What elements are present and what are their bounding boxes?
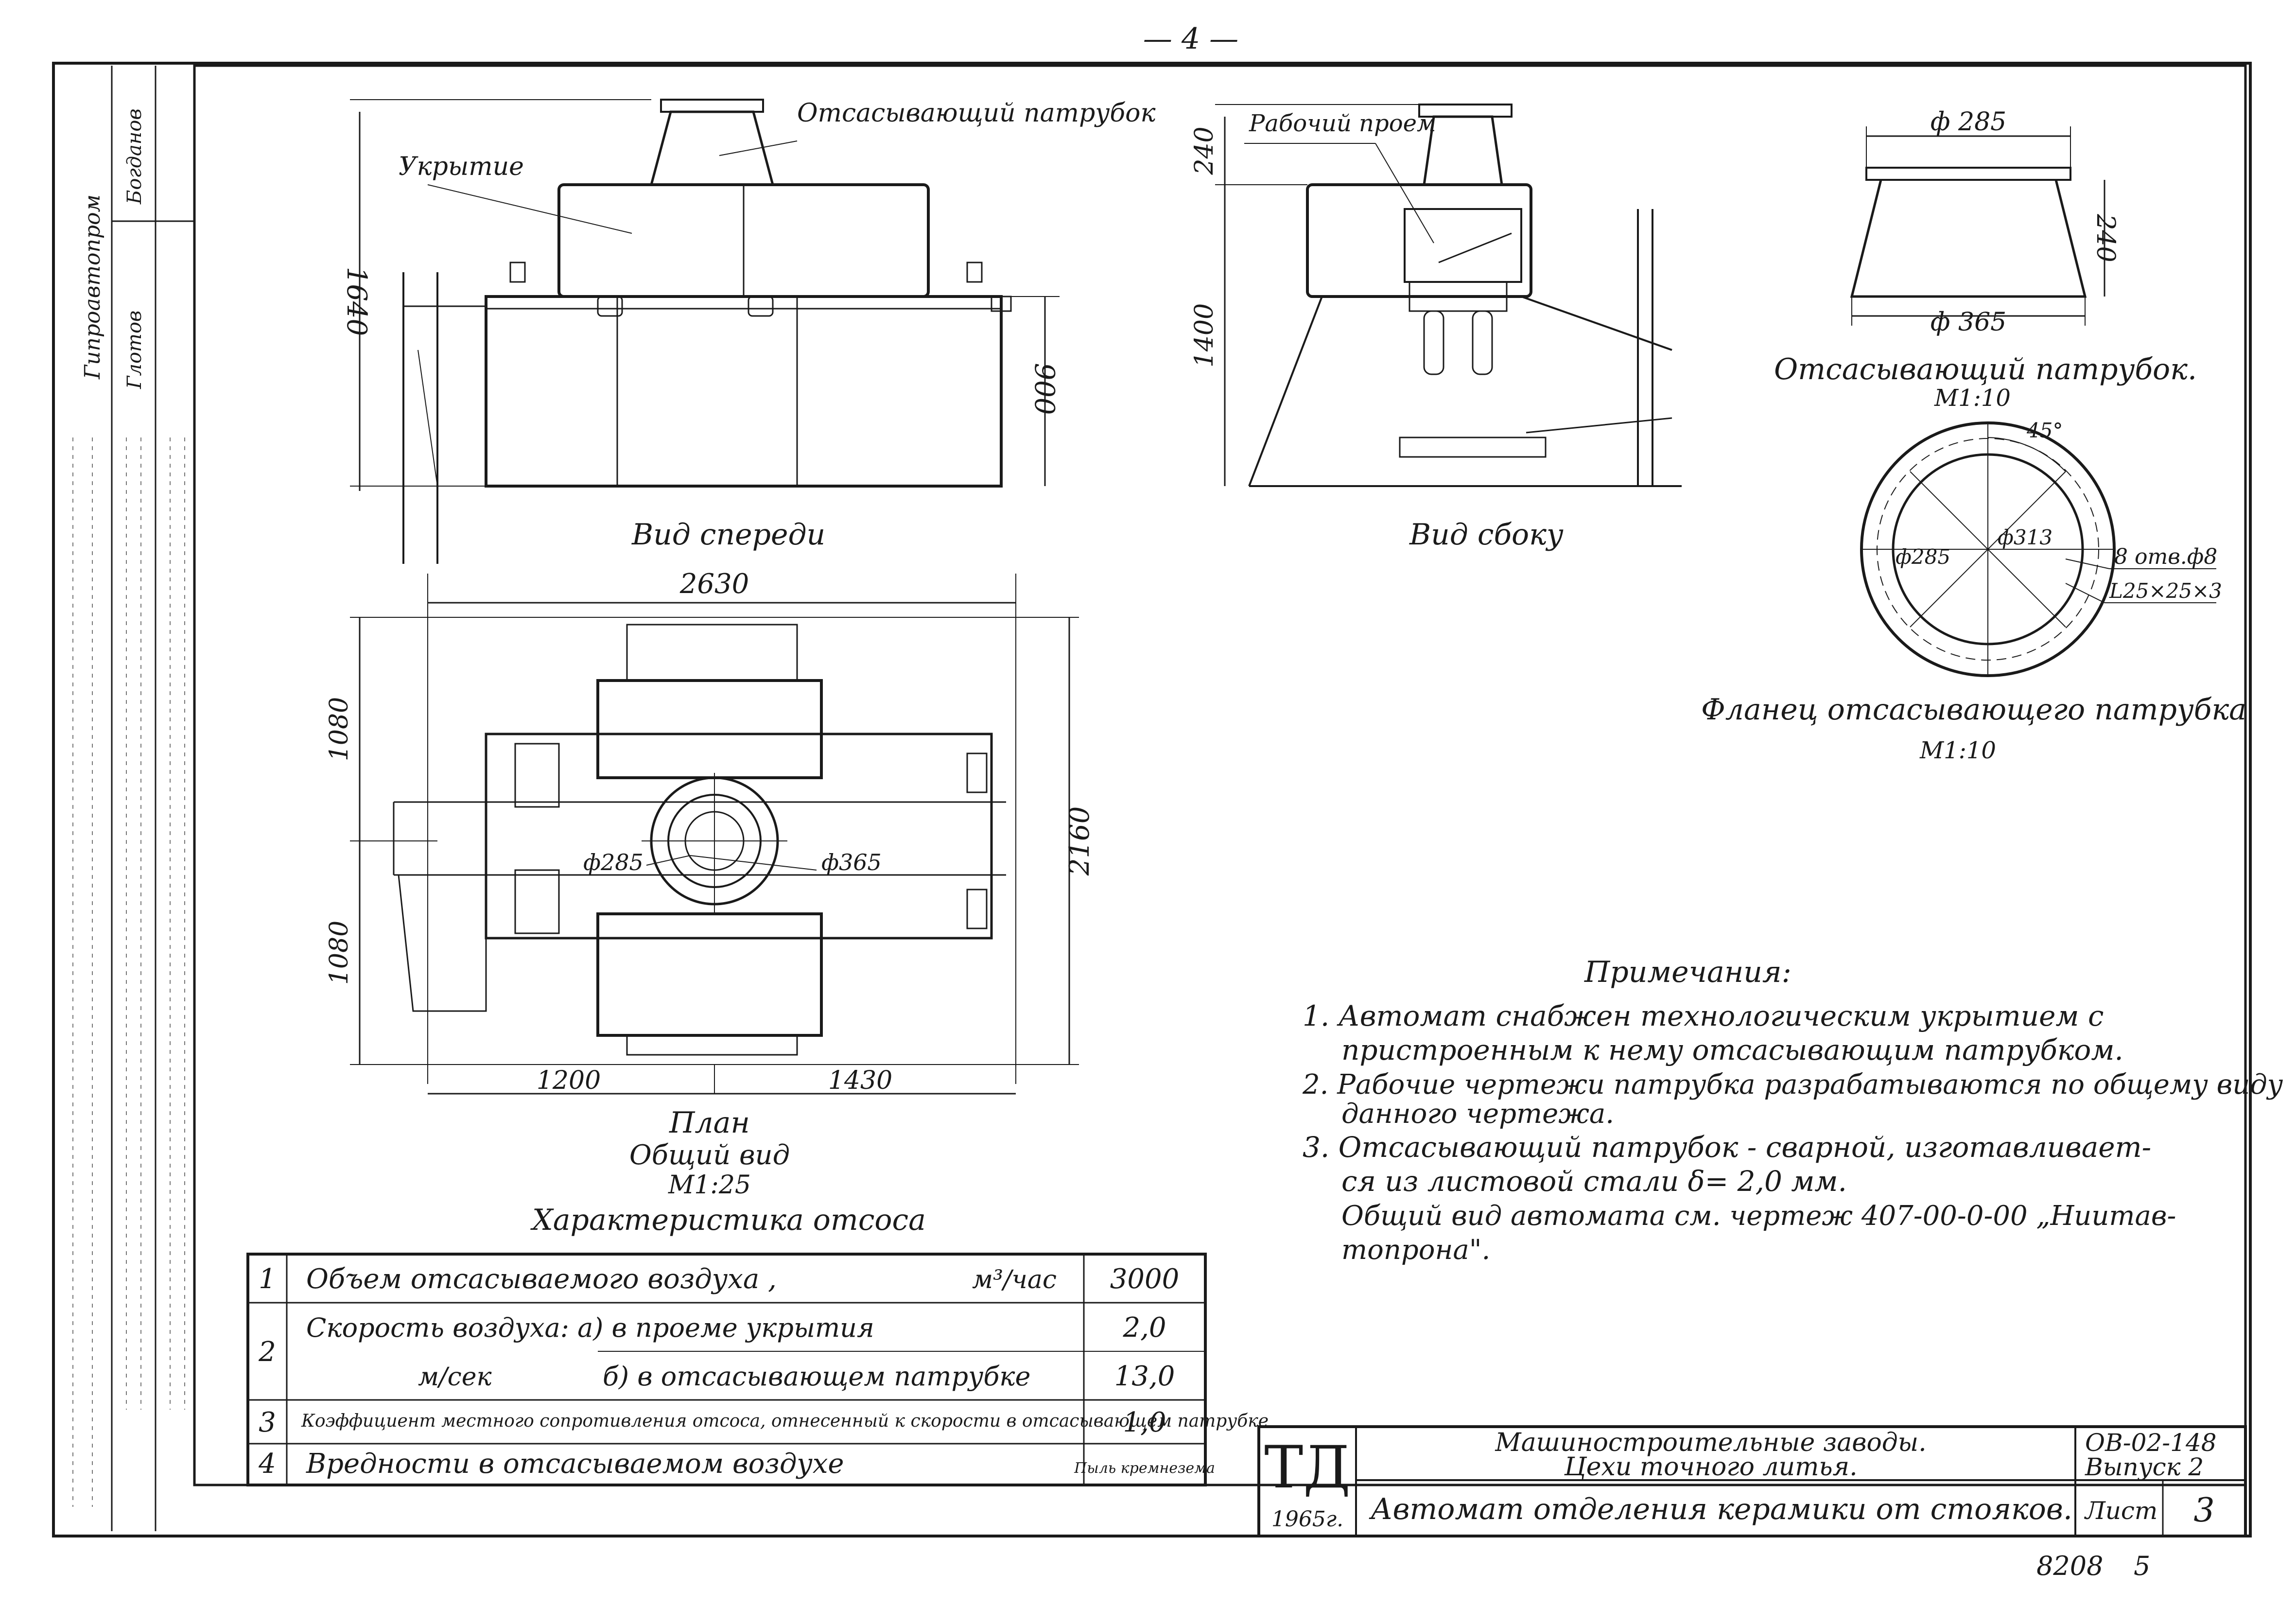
title-main: Автомат отделения керамики от стояков. xyxy=(1369,1492,2072,1526)
flange-detail xyxy=(1860,421,2216,677)
outlet-dim-bottom: ф 365 xyxy=(1931,308,2006,337)
table-cell: м³/час xyxy=(972,1265,1057,1294)
table-cell: Вредности в отсасываемом воздухе xyxy=(306,1448,844,1480)
table-cell: б) в отсасывающем патрубке xyxy=(603,1361,1031,1392)
table-cell: 1 xyxy=(259,1263,276,1295)
characteristic-table xyxy=(246,1253,1207,1486)
flange-dim-d-bolt: ф313 xyxy=(1998,525,2052,549)
plan-dim-upper: 1080 xyxy=(325,697,354,761)
table-cell: Объем отсасываемого воздуха , xyxy=(306,1263,777,1295)
note-line: ся из листовой стали δ= 2,0 мм. xyxy=(1341,1165,1847,1198)
side-view-title: Вид сбоку xyxy=(1409,518,1564,552)
outlet-detail xyxy=(1850,126,2105,326)
plan-dim-width: 2630 xyxy=(679,568,749,600)
note-line: Общий вид автомата см. чертеж 407-00-0-0… xyxy=(1341,1200,2176,1232)
table-cell: 2,0 xyxy=(1122,1312,1166,1344)
outlet-dim-top: ф 285 xyxy=(1931,107,2006,137)
label-cover: Укрытие xyxy=(399,152,524,181)
plan-subtitle: Общий вид xyxy=(629,1139,790,1171)
plan-dim-d-outer: ф365 xyxy=(821,849,882,875)
front-view xyxy=(350,99,1060,564)
sheet-frame xyxy=(52,62,2252,1537)
table-cell: 13,0 xyxy=(1114,1361,1175,1392)
flange-note-holes: 8 отв.ф8 xyxy=(2114,544,2217,569)
title-sheet-label: Лист xyxy=(2084,1497,2157,1525)
side-stamp-name-1: Богданов xyxy=(123,108,146,205)
note-line: 2. Рабочие чертежи патрубка разрабатываю… xyxy=(1302,1069,2283,1100)
plan-dim-left: 1200 xyxy=(537,1066,601,1095)
front-dim-height-total: 1640 xyxy=(341,267,372,336)
footer-page: 5 xyxy=(2134,1551,2150,1581)
note-line: 1. Автомат снабжен технологическим укрыт… xyxy=(1303,999,2104,1032)
table-cell: 1,0 xyxy=(1123,1407,1166,1438)
notes-list: 1. Автомат снабжен технологическим укрыт… xyxy=(1302,999,2283,1266)
label-opening: Рабочий проем xyxy=(1249,110,1436,137)
side-stamp: Гипроавтопром Богданов Глотов xyxy=(72,108,185,1507)
flange-detail-title: Фланец отсасывающего патрубка xyxy=(1701,693,2246,727)
side-dim-height: 1400 xyxy=(1190,303,1219,367)
title-block xyxy=(1257,1425,2247,1537)
notes-heading: Примечания: xyxy=(1584,955,1792,989)
title-sheet-number: 3 xyxy=(2193,1491,2214,1530)
footer-ref: 8208 xyxy=(2036,1551,2103,1581)
table-title: Характеристика отсоса xyxy=(530,1203,926,1237)
note-line: пристроенным к нему отсасывающим патрубк… xyxy=(1341,1033,2123,1066)
front-dim-height-body: 900 xyxy=(1028,363,1060,415)
plan-dim-lower: 1080 xyxy=(325,921,354,985)
side-stamp-org: Гипроавтопром xyxy=(80,194,105,380)
front-view-title: Вид спереди xyxy=(631,518,825,552)
table-cell: 3000 xyxy=(1110,1263,1180,1295)
page-number: — 4 — xyxy=(1143,22,1238,56)
table-cell: Скорость воздуха: а) в проеме укрытия xyxy=(306,1312,874,1343)
side-stamp-name-2: Глотов xyxy=(123,311,146,389)
table-cell: Пыль кремнезема xyxy=(1074,1460,1215,1477)
plan-view xyxy=(350,574,1079,1095)
table-cell: Коэффициент местного сопротивления отсос… xyxy=(301,1411,1269,1431)
side-view xyxy=(1215,104,1682,487)
plan-dim-right: 1430 xyxy=(828,1066,892,1095)
title-year: 1965г. xyxy=(1271,1507,1343,1532)
flange-detail-scale: М1:10 xyxy=(1919,737,1996,764)
plan-dim-d-inner: ф285 xyxy=(583,849,644,875)
flange-dim-d-inner: ф285 xyxy=(1896,545,1950,569)
table-cell: 4 xyxy=(258,1448,276,1480)
table-cell: 3 xyxy=(259,1407,276,1438)
title-issue: Выпуск 2 xyxy=(2085,1453,2204,1481)
outlet-dim-height: 240 xyxy=(2091,213,2120,262)
table-cell: м/сек xyxy=(418,1362,492,1392)
label-outlet: Отсасывающий патрубок xyxy=(797,99,1156,128)
title-line1: Машиностроительные заводы. xyxy=(1495,1428,1926,1457)
side-dim-top: 240 xyxy=(1190,126,1219,175)
outlet-detail-scale: М1:10 xyxy=(1934,384,2011,412)
table-cell: 2 xyxy=(258,1336,276,1368)
flange-note-angle: L25×25×3 xyxy=(2109,579,2222,603)
note-line: данного чертежа. xyxy=(1341,1098,1614,1130)
outlet-detail-title: Отсасывающий патрубок. xyxy=(1774,352,2197,386)
plan-scale: М1:25 xyxy=(668,1170,751,1200)
title-code: ОВ-02-148 xyxy=(2085,1429,2217,1457)
flange-dim-angle: 45° xyxy=(2026,419,2063,442)
plan-title: План xyxy=(669,1106,750,1140)
plan-dim-depth: 2160 xyxy=(1064,806,1096,876)
note-line: 3. Отсасывающий патрубок - сварной, изго… xyxy=(1303,1131,2151,1164)
note-line: топрона". xyxy=(1341,1234,1490,1266)
title-line2: Цехи точного литья. xyxy=(1564,1452,1857,1482)
title-logo: ТД xyxy=(1264,1434,1351,1502)
